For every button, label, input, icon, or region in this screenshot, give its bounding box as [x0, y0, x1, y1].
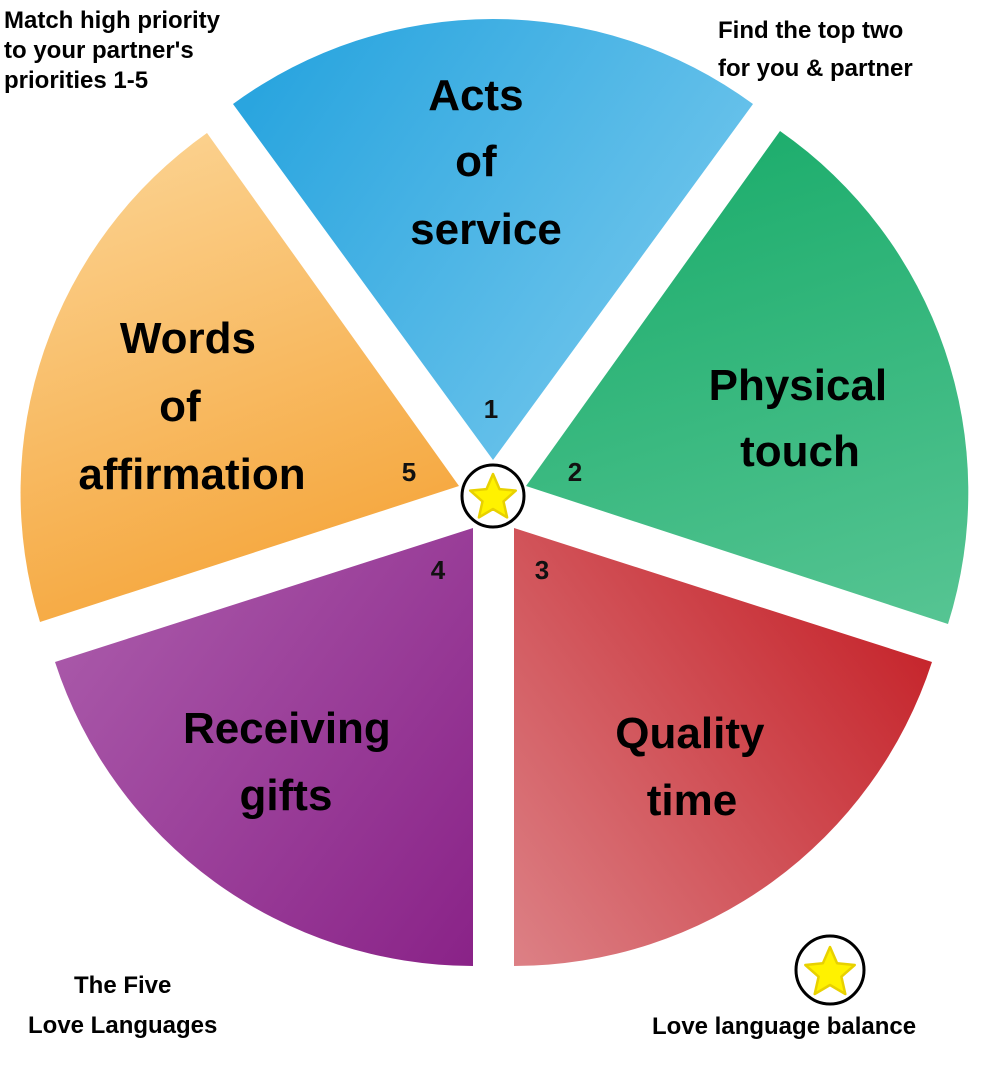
- instruction-note-top-two: Find the top two for you & partner: [718, 17, 913, 82]
- segment-receiving-gifts: Receiving gifts 4: [55, 528, 473, 966]
- segment-shape: [526, 131, 969, 624]
- segment-shape: [233, 18, 753, 461]
- legend-star: [794, 934, 866, 1006]
- instruction-note-priorities: Match high priority to your partner's pr…: [4, 7, 220, 94]
- segment-label: Words of affirmation: [78, 314, 305, 499]
- diagram-title: The Five Love Languages: [28, 972, 218, 1039]
- segment-shape: [55, 528, 473, 966]
- segment-label: Quality time: [615, 709, 776, 825]
- segment-label: Receiving gifts: [183, 704, 403, 820]
- segment-shape: [514, 528, 932, 966]
- segment-acts-of-service: Acts of service 1: [233, 18, 753, 461]
- center-balance-star: [460, 463, 526, 529]
- priority-number: 1: [484, 394, 498, 424]
- priority-number: 2: [568, 457, 582, 487]
- segment-label: Acts of service: [410, 71, 562, 254]
- priority-number: 4: [431, 555, 446, 585]
- star-icon: [468, 472, 518, 519]
- priority-number: 3: [535, 555, 549, 585]
- segment-physical-touch: Physical touch 2: [526, 131, 969, 624]
- segment-words-of-affirmation: Words of affirmation 5: [20, 133, 460, 622]
- priority-number: 5: [402, 457, 416, 487]
- segment-shape: [20, 133, 460, 622]
- segment-quality-time: Quality time 3: [514, 528, 932, 966]
- legend-label: Love language balance: [652, 1013, 917, 1040]
- star-icon: [804, 945, 856, 996]
- segment-label: Physical touch: [709, 361, 900, 476]
